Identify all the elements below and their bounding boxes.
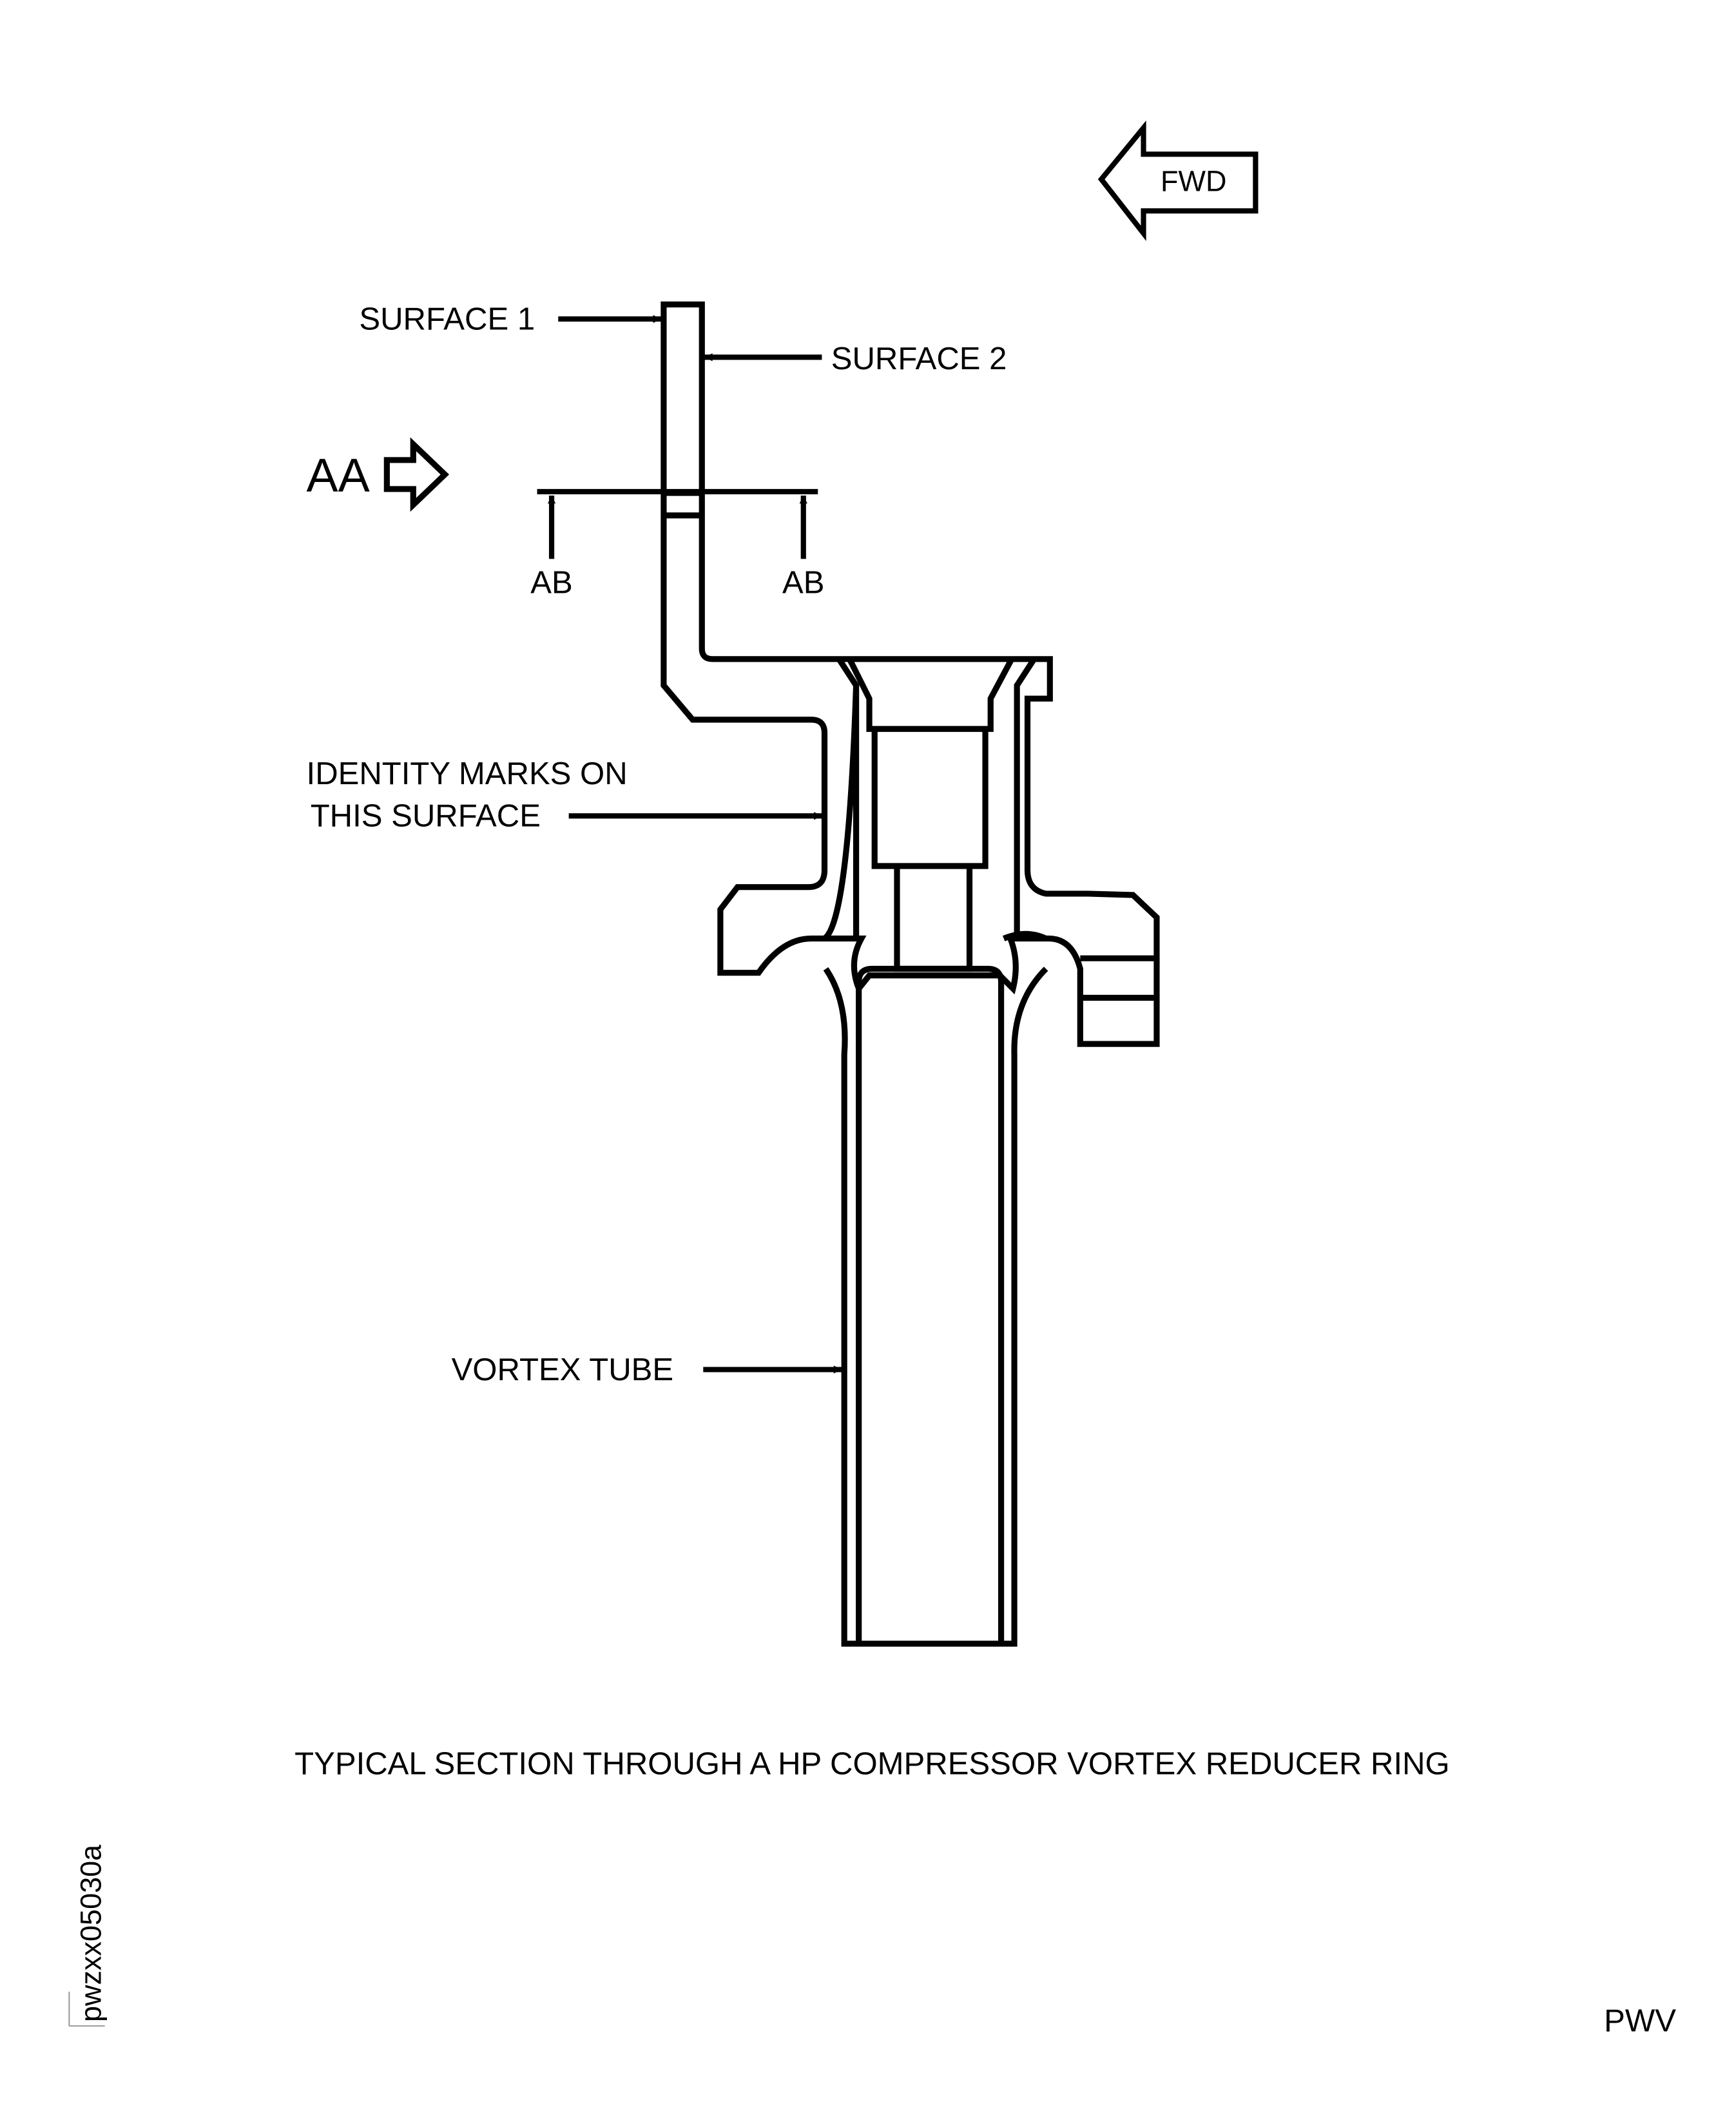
fwd-label: FWD (1161, 165, 1226, 198)
surface-1-callout: SURFACE 1 (359, 302, 661, 336)
figure-caption: TYPICAL SECTION THROUGH A HP COMPRESSOR … (294, 1746, 1450, 1781)
view-aa-marker: AA (307, 437, 450, 512)
surface-2-label: SURFACE 2 (831, 342, 1007, 376)
figure-id: pwzxx05030a (74, 1844, 107, 2022)
section-ab-left-label: AB (530, 566, 572, 601)
fwd-arrow: FWD (1097, 120, 1259, 241)
surface-2-callout: SURFACE 2 (704, 342, 1007, 376)
vortex-reducer-ring-section (661, 301, 1160, 1647)
vortex-tube-callout: VORTEX TUBE (452, 1353, 842, 1387)
surface-1-label: SURFACE 1 (359, 302, 535, 336)
view-aa-label: AA (307, 448, 370, 502)
section-ab-line: AB AB (530, 488, 825, 601)
identity-marks-line2: THIS SURFACE (311, 799, 541, 834)
identity-marks-callout: IDENTITY MARKS ON THIS SURFACE (307, 756, 822, 834)
figure-id-block: pwzxx05030a (68, 1844, 107, 2027)
vortex-tube-label: VORTEX TUBE (452, 1353, 674, 1387)
section-ab-right-label: AB (782, 566, 824, 601)
footer-code: PWV (1604, 2003, 1676, 2038)
identity-marks-line1: IDENTITY MARKS ON (307, 756, 628, 791)
